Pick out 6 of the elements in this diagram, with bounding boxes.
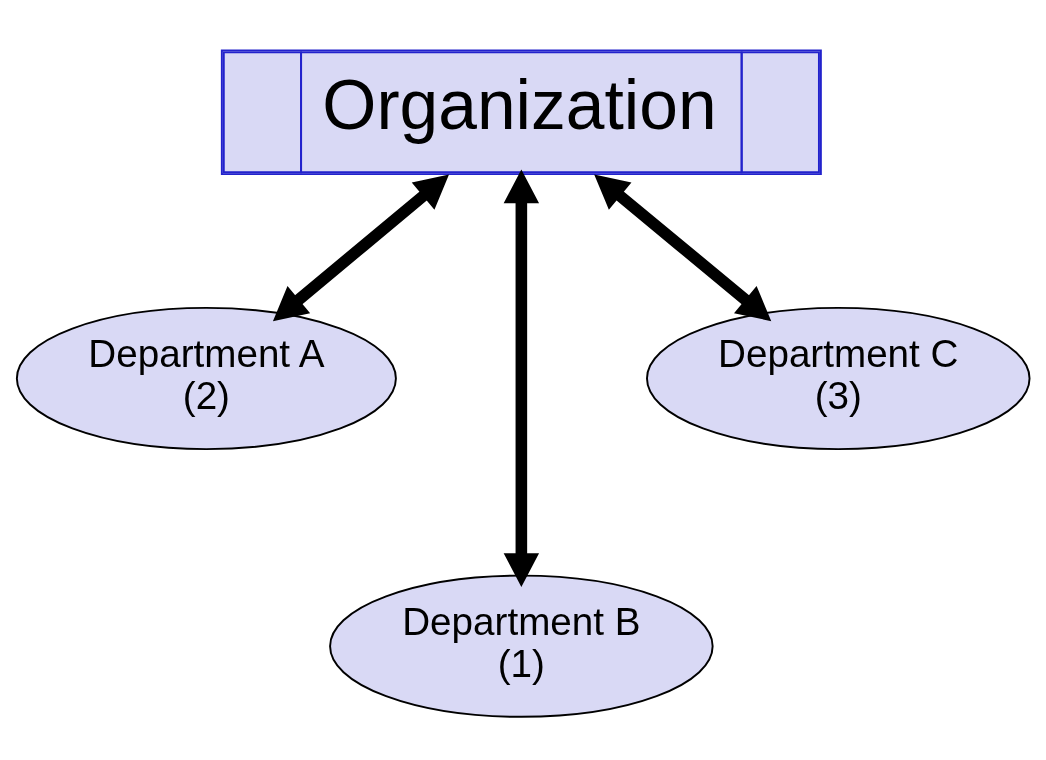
node-ellipse: Department B (1)	[329, 574, 714, 718]
arrow	[272, 174, 449, 322]
node-ellipse: Department A (2)	[15, 306, 397, 451]
arrow	[503, 169, 540, 587]
node-ellipse: Department C (3)	[646, 306, 1031, 451]
arrow	[594, 174, 772, 322]
